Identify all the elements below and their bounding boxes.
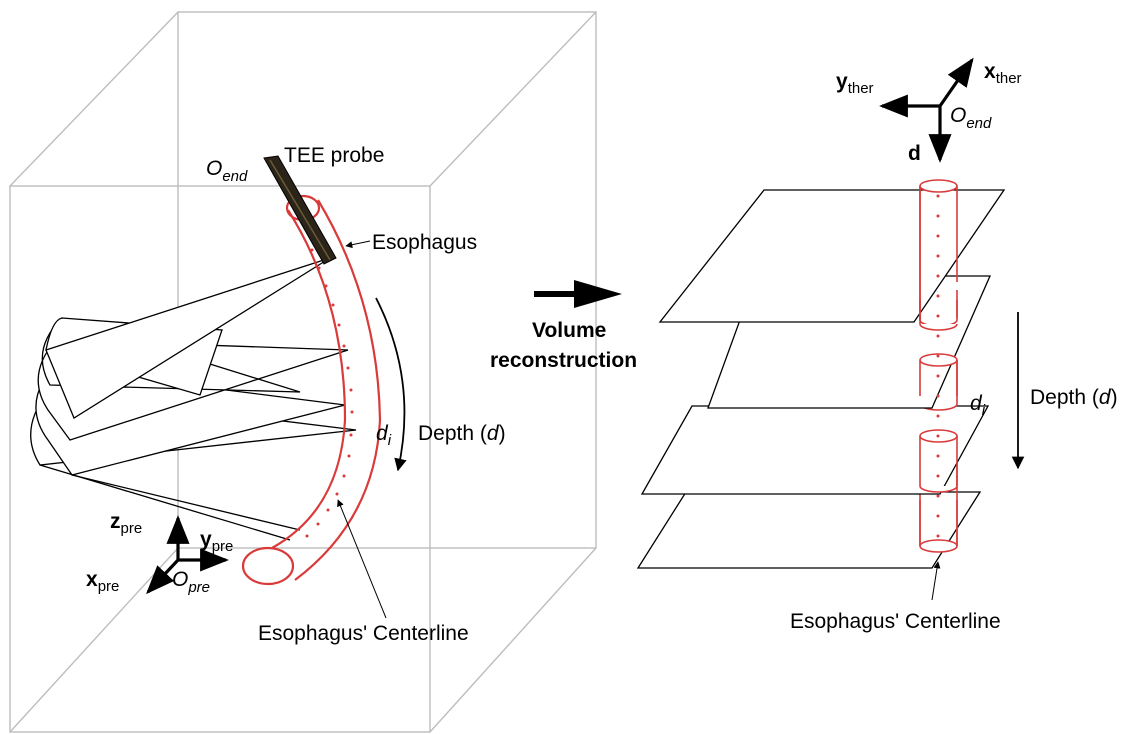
left-centerline-pointer: [337, 499, 387, 619]
d-axis-label: d: [908, 142, 921, 165]
right-centerline-label: Esophagus' Centerline: [790, 610, 1001, 633]
cylinder-visible-edges: [919, 190, 958, 546]
slice-plane-3: [640, 405, 990, 495]
reconstruction-label: reconstruction: [490, 349, 637, 372]
slice-plane-4: [636, 491, 982, 569]
esophagus-pointer: [345, 240, 371, 249]
origin-end-right-label: Oend: [950, 104, 992, 132]
tee-probe-label: TEE probe: [284, 144, 384, 167]
left-depth-label: Depth (d): [418, 422, 506, 445]
esophagus-label: Esophagus: [372, 231, 477, 254]
left-centerline-label: Esophagus' Centerline: [258, 622, 469, 645]
right-depth-label: Depth (d): [1030, 386, 1118, 409]
right-coordinate-axes: [879, 57, 974, 163]
x-ther-label: xther: [984, 60, 1022, 87]
bounding-box: [9, 11, 597, 733]
x-pre-label: xpre: [86, 568, 119, 595]
left-depth-arrow: [375, 297, 407, 472]
volume-label: Volume: [532, 319, 606, 342]
y-ther-label: yther: [836, 70, 874, 97]
tee-probe: [263, 155, 337, 265]
origin-end-label: Oend: [206, 157, 248, 185]
reconstruction-arrow: [534, 280, 622, 308]
ultrasound-fan-planes: [30, 257, 357, 541]
esophagus-tube: [241, 194, 382, 586]
y-pre-label: ypre: [200, 528, 233, 555]
right-centerline-dots: [936, 194, 940, 538]
right-di-label: di: [970, 392, 986, 419]
left-centerline-dots: [305, 248, 354, 538]
left-di-label: di: [376, 422, 392, 449]
z-pre-label: zpre: [110, 510, 142, 537]
origin-pre-label: Opre: [172, 568, 210, 596]
left-coordinate-axes: [146, 515, 229, 595]
right-centerline-pointer: [931, 561, 941, 601]
